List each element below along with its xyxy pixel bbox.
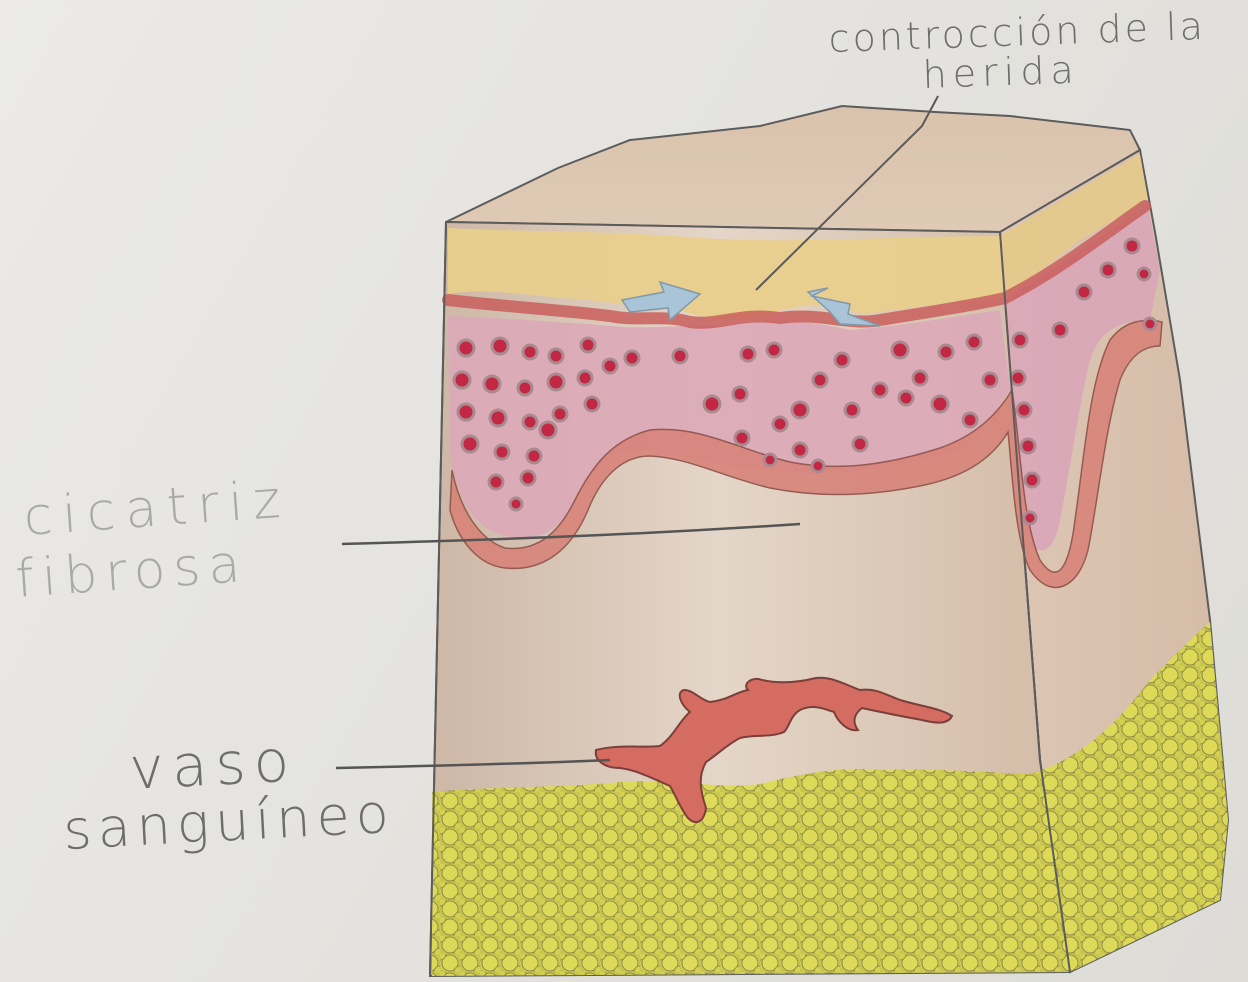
label-contraccion-line2: herida <box>922 51 1080 94</box>
label-cicatriz-line2: fibrosa <box>14 538 250 606</box>
